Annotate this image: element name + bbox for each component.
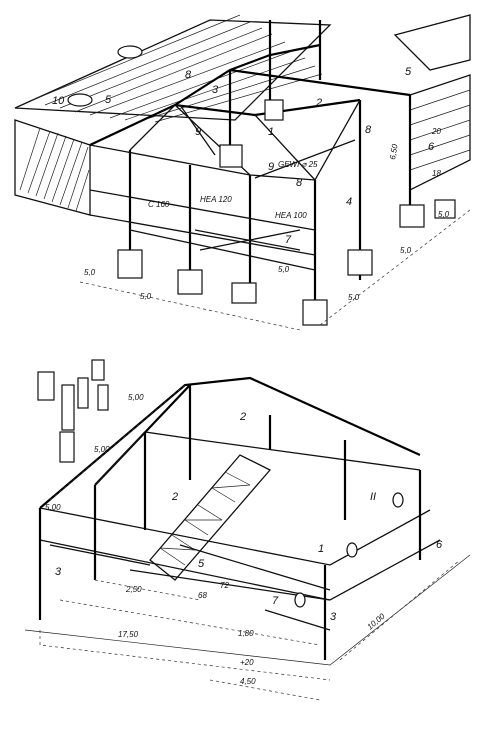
label-5: 5	[198, 558, 205, 570]
purlin	[94, 431, 421, 486]
dim-5-0: 5,0	[348, 293, 360, 302]
label-68: 68	[198, 591, 207, 600]
label-18: 18	[432, 169, 441, 178]
bottom-drawing: 5,00 5,00 5,00 2 II 2 1 6 3 5 72 68 7 3 …	[24, 359, 471, 701]
foundations	[117, 99, 456, 326]
label-5: 5	[405, 66, 412, 78]
skylight	[67, 93, 93, 107]
stair-truss	[149, 454, 272, 581]
label-9: 9	[268, 161, 274, 173]
base-outline	[24, 554, 471, 666]
dim-6-50: 6,50	[388, 143, 400, 160]
brace	[129, 104, 176, 151]
floor-beam	[264, 609, 331, 631]
bolt-hole	[346, 542, 358, 558]
dim-1-80: 1,80	[238, 629, 254, 638]
rafter	[254, 114, 316, 181]
label-6: 6	[436, 539, 443, 551]
label-6: 6	[428, 141, 435, 153]
label-2: 2	[239, 411, 246, 423]
label-2: 2	[171, 491, 178, 503]
dim-plus-20: +20	[240, 658, 254, 667]
dim-17-50: 17,50	[118, 630, 139, 639]
label-1: 1	[318, 543, 324, 555]
dim-5-0: 5,0	[278, 265, 290, 274]
bracing	[199, 229, 301, 251]
tie-rod	[254, 139, 356, 179]
label-hea100: HEA 100	[275, 211, 307, 220]
label-7: 7	[285, 234, 292, 246]
eave-beam	[39, 539, 441, 601]
roof-edge	[393, 14, 471, 71]
label-8: 8	[185, 69, 192, 81]
dim-5-00: 5,00	[45, 503, 61, 512]
label-8: 8	[296, 177, 303, 189]
label-3: 3	[330, 611, 337, 623]
label-c160: C 160	[148, 200, 170, 209]
bolt-hole	[294, 592, 306, 608]
dim-5-00: 5,00	[128, 393, 144, 402]
connection-detail	[37, 359, 109, 463]
label-gewi: GEWI ⌀ 25	[278, 160, 318, 169]
dim-5-0: 5,0	[84, 268, 96, 277]
floor-beam	[179, 544, 331, 591]
top-drawing: 10 5 8 3 2 5 9 1 8 20 6 18 6,50 4 C 160 …	[14, 14, 471, 331]
rafter-line	[39, 376, 421, 509]
label-1: 1	[268, 126, 274, 138]
dim-5-0: 5,0	[400, 246, 412, 255]
eave	[89, 99, 361, 181]
label-20: 20	[431, 127, 441, 136]
label-3: 3	[212, 84, 219, 96]
label-9: 9	[195, 126, 201, 138]
label-8: 8	[365, 124, 372, 136]
eave-beam	[39, 507, 431, 566]
label-5: 5	[105, 94, 112, 106]
label-72: 72	[220, 581, 229, 590]
label-7: 7	[272, 595, 279, 607]
dim-5-00: 5,00	[94, 445, 110, 454]
label-3: 3	[55, 566, 62, 578]
label-II: II	[370, 491, 376, 503]
frame-beam	[174, 68, 411, 106]
label-10: 10	[52, 95, 65, 107]
brace	[179, 104, 216, 156]
dim-2-50: 2,50	[125, 585, 142, 594]
label-hea120: HEA 120	[200, 195, 232, 204]
floor-beam	[49, 544, 151, 566]
bolt-hole	[392, 492, 404, 508]
dim-5-0: 5,0	[438, 210, 450, 219]
label-2: 2	[315, 97, 322, 109]
skylight	[117, 45, 143, 59]
dim-5-0: 5,0	[140, 292, 152, 301]
label-4: 4	[346, 196, 352, 208]
frame-beam	[89, 98, 361, 146]
roof-slab	[14, 19, 332, 121]
base-outline	[39, 630, 331, 681]
dim-4-50: 4,50	[240, 677, 256, 686]
